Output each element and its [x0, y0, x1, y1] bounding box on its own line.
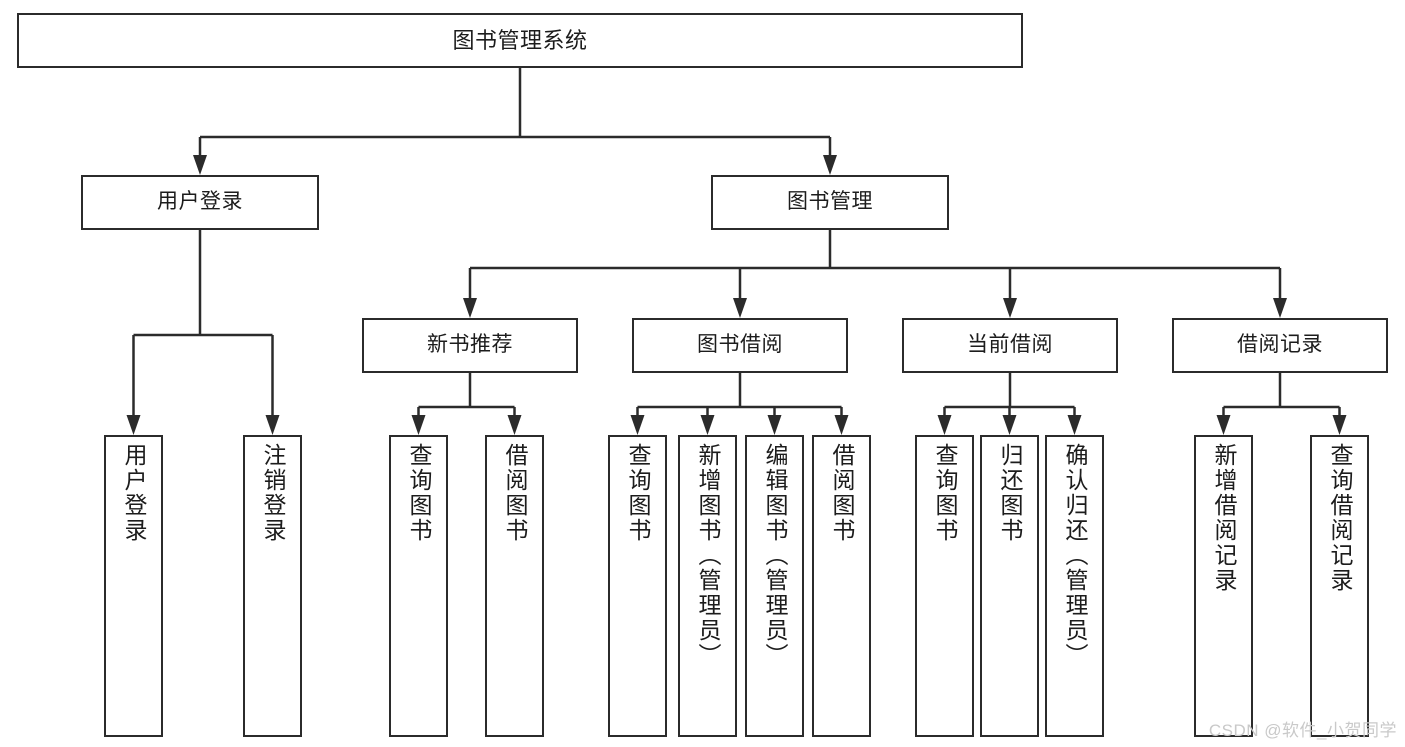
node-label: 新增图书（管理员） [695, 443, 721, 668]
node-root[interactable]: 图书管理系统 [17, 13, 1023, 68]
node-label: 借阅记录 [1237, 333, 1323, 357]
node-borrow[interactable]: 图书借阅 [632, 318, 848, 373]
node-label: 归还图书 [997, 443, 1023, 543]
node-newbook[interactable]: 新书推荐 [362, 318, 578, 373]
node-login[interactable]: 用户登录 [81, 175, 319, 230]
node-label: 用户登录 [121, 443, 147, 543]
node-label: 用户登录 [157, 190, 243, 214]
node-label: 查询图书 [406, 443, 432, 543]
node-bookmgmt[interactable]: 图书管理 [711, 175, 949, 230]
node-label: 新增借阅记录 [1211, 443, 1237, 593]
node-label: 图书管理 [787, 190, 873, 214]
node-label: 借阅图书 [502, 443, 528, 543]
node-borrow-4[interactable]: 借阅图书 [812, 435, 871, 737]
node-label: 编辑图书（管理员） [762, 443, 788, 668]
node-label: 图书借阅 [697, 333, 783, 357]
node-label: 图书管理系统 [452, 27, 588, 53]
node-records-2[interactable]: 查询借阅记录 [1310, 435, 1369, 737]
node-newbook-2[interactable]: 借阅图书 [485, 435, 544, 737]
node-login-1[interactable]: 用户登录 [104, 435, 163, 737]
node-label: 注销登录 [260, 443, 286, 543]
node-borrow-1[interactable]: 查询图书 [608, 435, 667, 737]
node-label: 查询图书 [625, 443, 651, 543]
watermark: CSDN @软件_小贺同学 [1208, 721, 1397, 740]
node-records-1[interactable]: 新增借阅记录 [1194, 435, 1253, 737]
node-current[interactable]: 当前借阅 [902, 318, 1118, 373]
node-current-1[interactable]: 查询图书 [915, 435, 974, 737]
node-label: 查询借阅记录 [1327, 443, 1353, 593]
node-label: 当前借阅 [967, 333, 1053, 357]
node-current-2[interactable]: 归还图书 [980, 435, 1039, 737]
node-borrow-2[interactable]: 新增图书（管理员） [678, 435, 737, 737]
node-label: 查询图书 [932, 443, 958, 543]
node-newbook-1[interactable]: 查询图书 [389, 435, 448, 737]
node-records[interactable]: 借阅记录 [1172, 318, 1388, 373]
node-label: 借阅图书 [829, 443, 855, 543]
node-label: 新书推荐 [427, 333, 513, 357]
node-label: 确认归还（管理员） [1062, 443, 1088, 668]
node-current-3[interactable]: 确认归还（管理员） [1045, 435, 1104, 737]
node-borrow-3[interactable]: 编辑图书（管理员） [745, 435, 804, 737]
node-login-2[interactable]: 注销登录 [243, 435, 302, 737]
